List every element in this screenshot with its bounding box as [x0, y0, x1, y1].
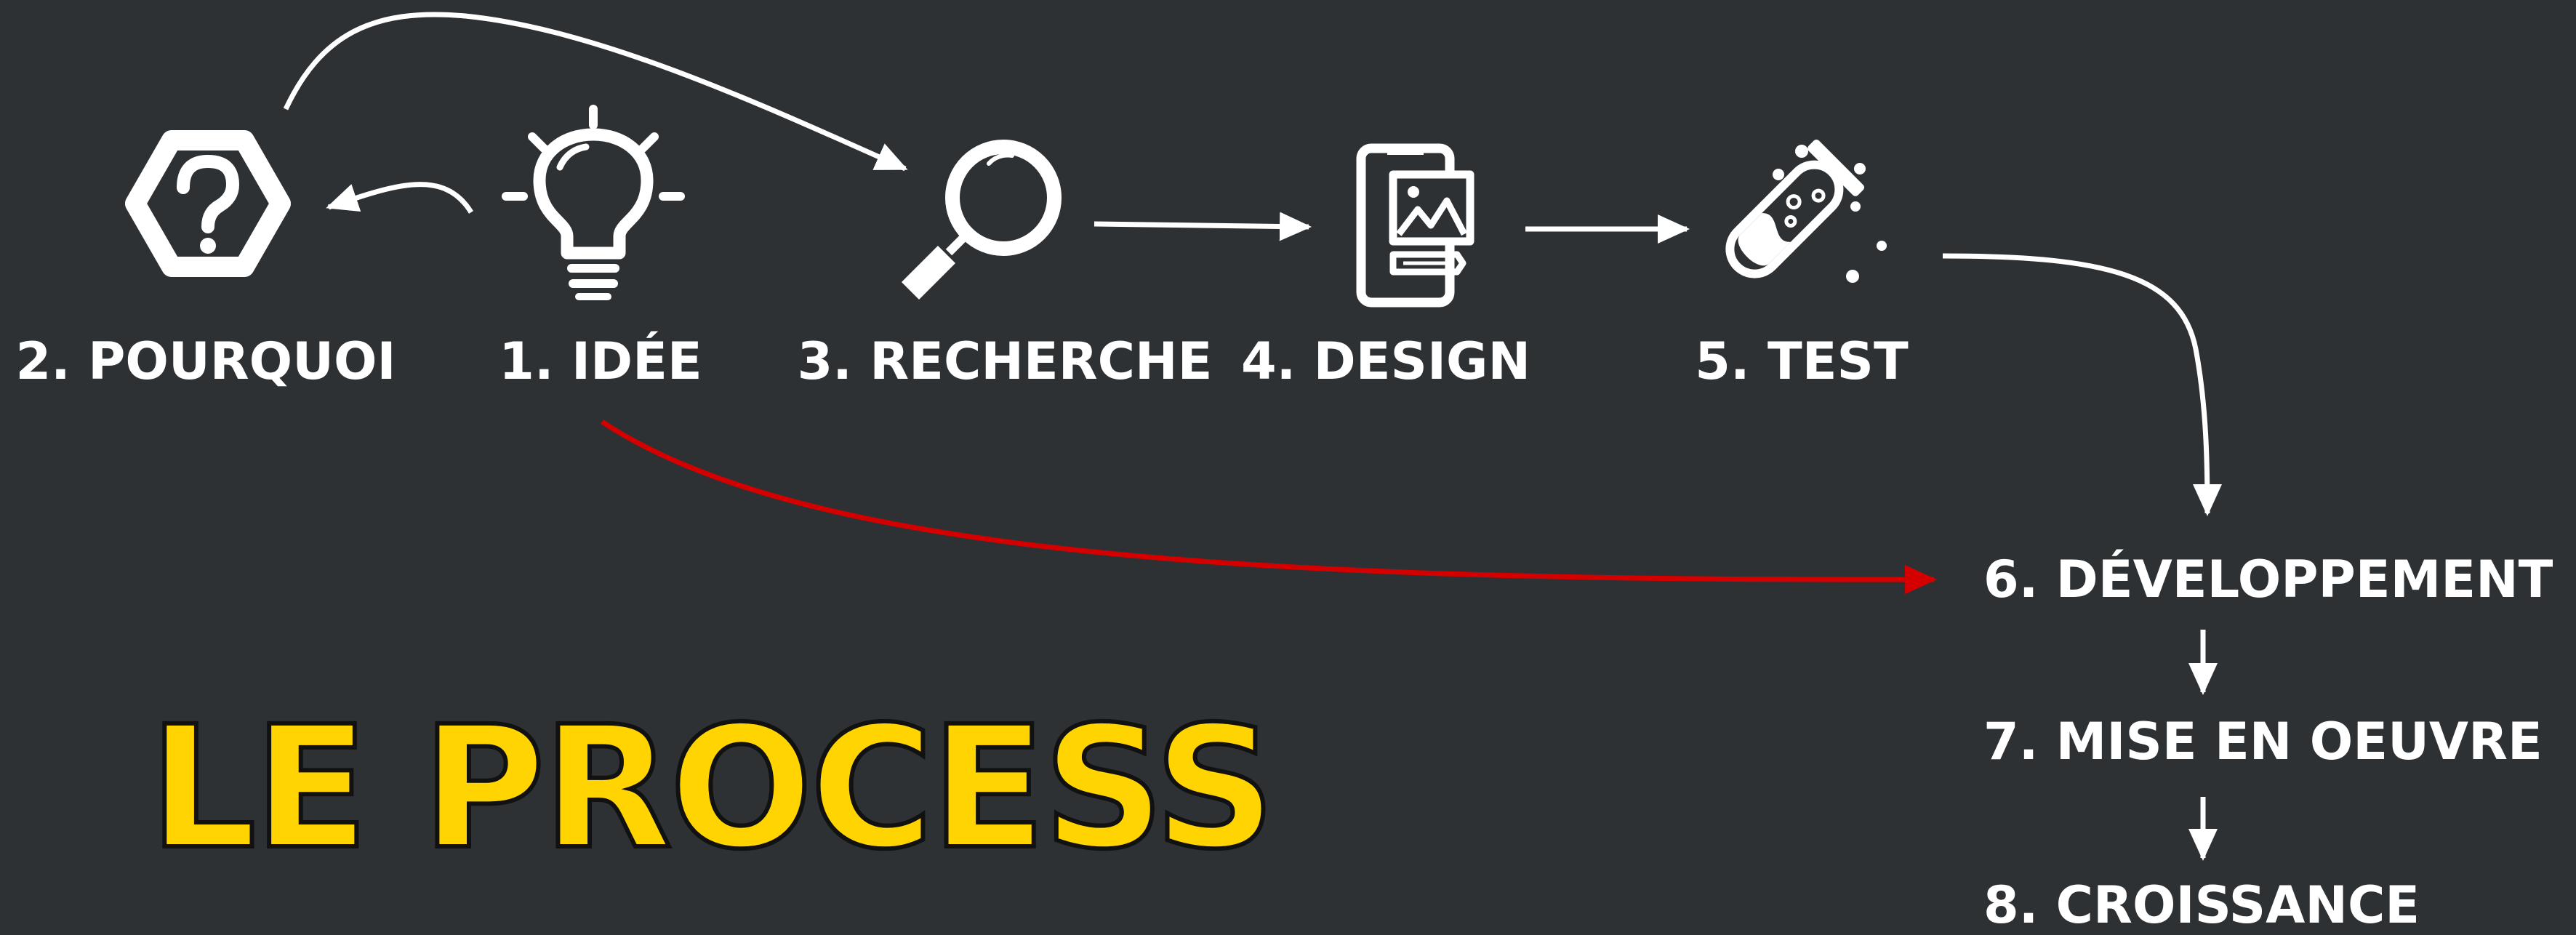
step-label-mise-en-oeuvre: 7. MISE EN OEUVRE — [1983, 712, 2543, 771]
step-label-test: 5. TEST — [1695, 332, 1909, 391]
step-label-idee: 1. IDÉE — [499, 332, 702, 391]
arrow-idee-to-pourquoi — [326, 182, 473, 214]
magnifier-icon — [901, 140, 1062, 300]
test-tube-icon — [1725, 139, 1887, 283]
question-hexagon-icon — [125, 130, 291, 277]
step-label-croissance: 8. CROISSANCE — [1983, 875, 2420, 935]
arrow-test-to-developpement — [1942, 253, 2222, 516]
step-label-pourquoi: 2. POURQUOI — [15, 332, 396, 391]
mobile-design-icon — [1356, 143, 1474, 308]
page-title: LE PROCESS — [147, 690, 1277, 886]
arrow-idee-to-developpement — [601, 420, 1937, 595]
step-label-developpement: 6. DÉVELOPPEMENT — [1983, 550, 2553, 609]
lightbulb-icon — [502, 105, 685, 300]
arrow-pourquoi-to-recherche — [283, 12, 908, 172]
step-label-design: 4. DESIGN — [1240, 332, 1531, 391]
arrow-recherche-to-design — [1094, 212, 1312, 241]
step-label-recherche: 3. RECHERCHE — [797, 332, 1213, 391]
